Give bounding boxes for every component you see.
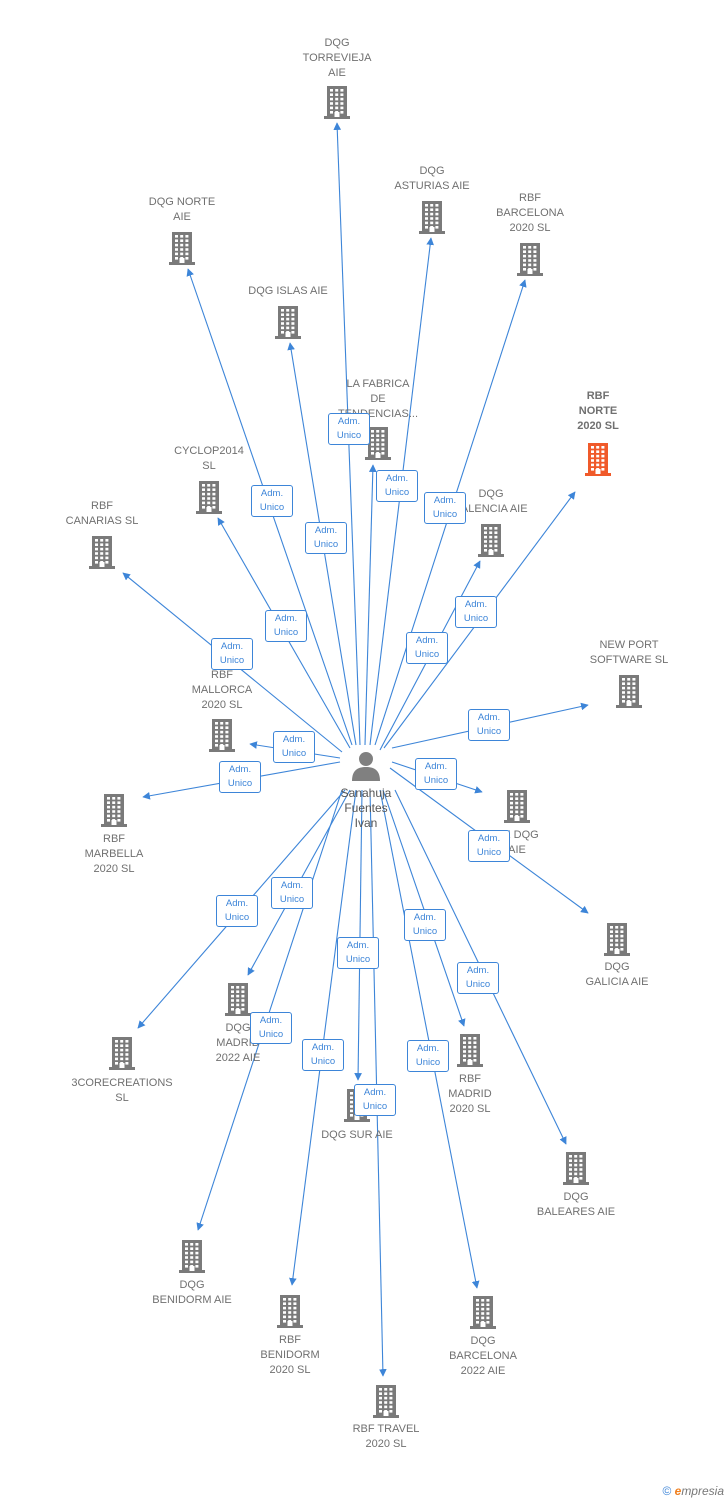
building-icon[interactable] [275,1293,305,1329]
company-label-n18[interactable]: RBF MADRID 2020 SL [448,1073,492,1115]
role-badge-n22[interactable]: Adm. Unico [302,1039,344,1071]
building-icon[interactable] [371,1383,401,1419]
role-badge-n14[interactable]: Adm. Unico [415,758,457,790]
company-label-n21[interactable]: DQG BENIDORM AIE [152,1279,232,1306]
building-icon[interactable] [515,241,545,277]
building-icon[interactable] [87,534,117,570]
building-icon[interactable] [363,425,393,461]
company-label-n4[interactable]: DQG NORTE AIE [148,196,216,223]
building-icon[interactable] [583,441,613,477]
company-label-n19[interactable]: DQG SUR AIE [321,1129,393,1141]
company-label-n2[interactable]: DQG ASTURIAS AIE [394,165,470,192]
role-badge-n9[interactable]: Adm. Unico [406,632,448,664]
building-icon[interactable] [99,792,129,828]
company-label-n6[interactable]: RBF NORTE 2020 SL [577,390,619,432]
building-icon[interactable] [107,1035,137,1071]
role-badge-n19[interactable]: Adm. Unico [337,937,379,969]
person-name[interactable]: Sanahuja Fuentes Ivan [340,786,392,830]
building-icon[interactable] [322,84,352,120]
empresia-brand[interactable]: © empresia [662,1484,724,1498]
building-icon[interactable] [223,981,253,1017]
role-badge-n3[interactable]: Adm. Unico [424,492,466,524]
building-icon[interactable] [614,673,644,709]
role-badge-n2[interactable]: Adm. Unico [376,470,418,502]
company-label-n22[interactable]: RBF BENIDORM 2020 SL [260,1334,320,1376]
building-icon[interactable] [207,717,237,753]
company-label-n16[interactable]: DQG MADRID 2022 AIE [215,1022,261,1064]
company-label-n15[interactable]: DQG GALICIA AIE [585,961,649,988]
building-icon[interactable] [602,921,632,957]
role-badge-n4[interactable]: Adm. Unico [251,485,293,517]
building-icon[interactable] [417,199,447,235]
role-badge-n24[interactable]: Adm. Unico [354,1084,396,1116]
role-badge-n8[interactable]: Adm. Unico [265,610,307,642]
role-badge-n6[interactable]: Adm. Unico [455,596,497,628]
company-label-n17[interactable]: 3CORECREATIONS SL [71,1077,173,1104]
company-label-n11[interactable]: NEW PORT SOFTWARE SL [589,639,669,666]
building-icon[interactable] [177,1238,207,1274]
company-label-n3[interactable]: RBF BARCELONA 2020 SL [496,192,564,234]
role-badge-n15[interactable]: Adm. Unico [468,830,510,862]
brand-logo-text: mpresia [681,1484,724,1498]
building-icon[interactable] [273,304,303,340]
edge-n7 [364,464,377,746]
building-icon[interactable] [561,1150,591,1186]
building-icon[interactable] [167,230,197,266]
role-badge-n23[interactable]: Adm. Unico [407,1040,449,1072]
edge-n23 [379,789,480,1289]
role-badge-n20[interactable]: Adm. Unico [457,962,499,994]
edge-n22 [289,789,357,1286]
edge-n18 [382,789,466,1027]
role-badge-n13[interactable]: Adm. Unico [219,761,261,793]
person-icon[interactable] [349,748,383,782]
copyright-icon: © [662,1484,672,1498]
role-badge-n17[interactable]: Adm. Unico [216,895,258,927]
role-badge-n7[interactable]: Adm. Unico [328,413,370,445]
edge-n21 [196,789,343,1231]
edge-n24 [369,789,387,1377]
role-badge-n21[interactable]: Adm. Unico [250,1012,292,1044]
building-icon[interactable] [455,1032,485,1068]
role-badge-n11[interactable]: Adm. Unico [468,709,510,741]
company-label-n24[interactable]: RBF TRAVEL 2020 SL [352,1423,420,1450]
company-label-n20[interactable]: DQG BALEARES AIE [536,1191,616,1218]
building-icon[interactable] [194,479,224,515]
role-badge-n12[interactable]: Adm. Unico [273,731,315,763]
role-badge-n16[interactable]: Adm. Unico [271,877,313,909]
building-icon[interactable] [476,522,506,558]
building-icon[interactable] [468,1294,498,1330]
company-label-n10[interactable]: RBF CANARIAS SL [65,500,139,527]
edge-n19 [354,789,363,1081]
company-label-n5[interactable]: DQG ISLAS AIE [248,285,328,297]
company-label-n12[interactable]: RBF MALLORCA 2020 SL [191,669,253,711]
company-label-n8[interactable]: CYCLOP2014 SL [174,445,244,472]
company-label-n23[interactable]: DQG BARCELONA 2022 AIE [449,1335,517,1377]
role-badge-n10[interactable]: Adm. Unico [211,638,253,670]
brand-logo-e: e [674,1484,682,1498]
company-label-n1[interactable]: DQG TORREVIEJA AIE [302,37,372,79]
company-label-n9[interactable]: DQG VALENCIA AIE [454,488,528,515]
role-badge-n18[interactable]: Adm. Unico [404,909,446,941]
building-icon[interactable] [502,788,532,824]
role-badge-n5[interactable]: Adm. Unico [305,522,347,554]
company-label-n13[interactable]: RBF MARBELLA 2020 SL [84,833,144,875]
